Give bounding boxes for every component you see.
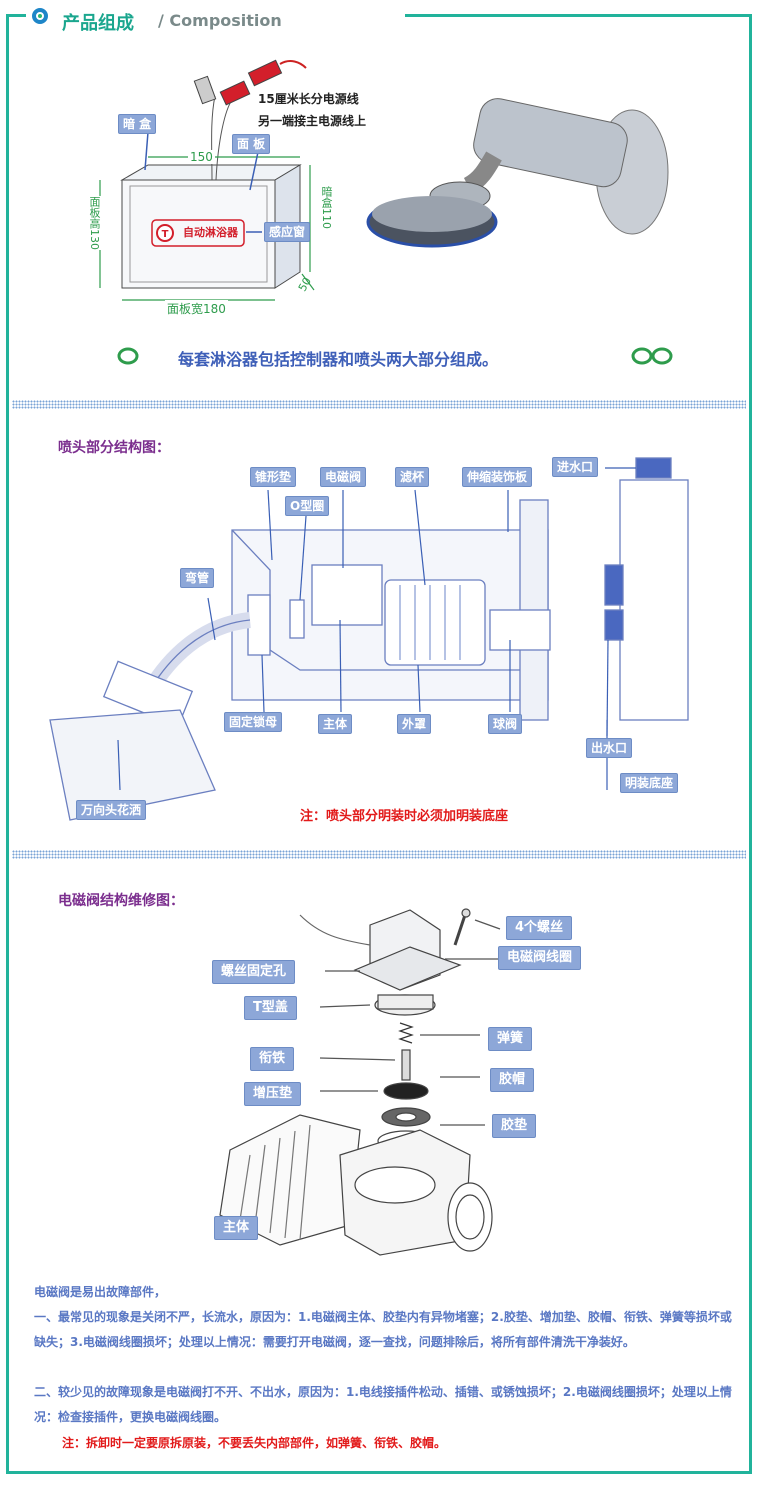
label-screw-hole: 螺丝固定孔	[212, 960, 296, 984]
brand-text: 自动淋浴器	[183, 226, 238, 239]
label-armature: 衔铁	[250, 1047, 295, 1071]
label-universal-head: 万向头花洒	[76, 800, 147, 820]
brand-logo-icon	[156, 224, 174, 242]
ring-logo-icon	[32, 8, 48, 24]
label-elbow: 弯管	[180, 568, 215, 588]
composition-summary: 每套淋浴器包括控制器和喷头两大部分组成。	[178, 350, 499, 369]
label-t-cap: T型盖	[244, 996, 297, 1020]
label-solenoid-valve: 电磁阀	[320, 467, 367, 487]
repair-note: 注：拆卸时一定要原拆原装，不要丢失内部部件，如弹簧、衔铁、胶帽。	[62, 1436, 447, 1450]
repair-intro: 电磁阀是易出故障部件，	[34, 1285, 167, 1299]
plug-white-icon	[193, 75, 217, 105]
label-filter-cup: 滤杯	[395, 467, 430, 487]
label-coil: 电磁阀线圈	[498, 946, 582, 970]
bullet-icons	[117, 347, 673, 365]
label-telescopic-cover: 伸缩装饰板	[462, 467, 533, 487]
dim-left: 面板高130	[86, 196, 102, 250]
cable-note-2: 另一端接主电源线上	[258, 114, 367, 128]
label-water-outlet: 出水口	[586, 738, 633, 758]
label-main-body: 主体	[318, 714, 353, 734]
section-title: 产品组成	[62, 13, 134, 34]
section-subtitle: / Composition	[158, 11, 282, 30]
repair-item-1: 一、最常见的现象是关闭不严，长流水，原因为：1.电磁阀主体、胶垫内有异物堵塞；2…	[34, 1310, 732, 1349]
label-sensor-window: 感应窗	[264, 222, 311, 242]
valve-structure-drawing	[219, 908, 501, 1256]
shower-head-image	[366, 98, 669, 248]
label-panel: 面 板	[232, 134, 271, 154]
label-rubber-cap: 胶帽	[490, 1068, 535, 1092]
plug-red-icon-2	[247, 59, 283, 87]
label-dark-box: 暗 盒	[118, 114, 157, 134]
label-water-inlet: 进水口	[552, 457, 599, 477]
shower-note: 注：喷头部分明装时必须加明装底座	[300, 809, 509, 824]
label-outer-cover: 外罩	[397, 714, 432, 734]
label-spring: 弹簧	[488, 1027, 533, 1051]
valve-section-title: 电磁阀结构维修图：	[58, 893, 184, 909]
dotted-divider-2	[12, 850, 746, 859]
dim-right: 暗盒110	[320, 186, 333, 229]
label-cone-gasket: 锥形垫	[250, 467, 297, 487]
plug-red-icon-1	[219, 80, 251, 106]
label-valve-main-body: 主体	[214, 1216, 259, 1240]
label-screws: 4个螺丝	[506, 916, 573, 940]
dotted-divider-1	[12, 400, 746, 409]
label-lock-nut: 固定锁母	[224, 712, 283, 732]
svg-text:T: T	[162, 229, 169, 240]
dim-bottom: 面板宽180	[165, 300, 228, 317]
composition-drawing: T	[99, 59, 673, 365]
shower-structure-drawing	[49, 457, 689, 821]
label-exposed-base: 明装底座	[620, 773, 679, 793]
label-ball-valve: 球阀	[488, 714, 523, 734]
header-line-right	[405, 14, 752, 17]
label-rubber-gasket: 胶垫	[492, 1114, 537, 1138]
page-frame	[6, 14, 752, 1474]
label-pressure-pad: 增压垫	[244, 1082, 302, 1106]
cable-note-1: 15厘米长分电源线	[258, 92, 359, 106]
label-o-ring: O型圈	[285, 496, 330, 516]
dim-top: 150	[188, 150, 215, 164]
shower-section-title: 喷头部分结构图：	[58, 440, 170, 456]
header-line-left	[6, 14, 26, 17]
power-wire	[211, 95, 216, 181]
repair-item-2: 二、较少见的故障现象是电磁阀打不开、不出水，原因为：1.电线接插件松动、插错、或…	[34, 1385, 732, 1424]
